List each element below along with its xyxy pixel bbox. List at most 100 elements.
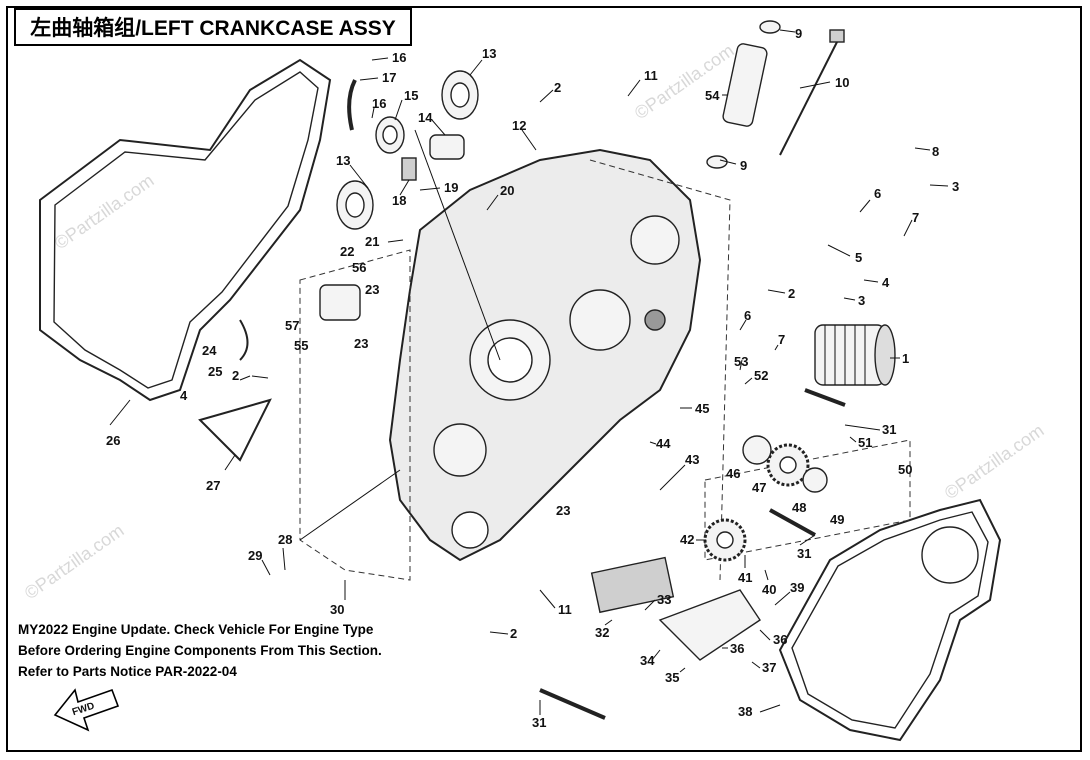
callout-11: 11: [558, 602, 572, 617]
callout-6: 6: [874, 186, 881, 201]
callout-labels: 16 17 16 15 13 14 13 18 19 2 11 12 20 21…: [106, 26, 959, 730]
callout-12: 12: [512, 118, 526, 133]
callout-31: 31: [532, 715, 546, 730]
callout-24: 24: [202, 343, 217, 358]
callout-7: 7: [912, 210, 919, 225]
callout-8: 8: [932, 144, 939, 159]
callout-51: 51: [858, 435, 872, 450]
callout-2: 2: [510, 626, 517, 641]
callout-50: 50: [898, 462, 912, 477]
callout-52: 52: [754, 368, 768, 383]
callout-43: 43: [685, 452, 699, 467]
callout-18: 18: [392, 193, 406, 208]
callout-21: 21: [365, 234, 379, 249]
callout-26: 26: [106, 433, 120, 448]
bearing-48: [802, 467, 828, 493]
callout-22: 22: [340, 244, 354, 259]
right-cover-gasket: [778, 498, 1002, 742]
callout-16: 16: [372, 96, 386, 111]
callout-1: 1: [902, 351, 909, 366]
callout-33: 33: [657, 592, 671, 607]
gear-47: [766, 443, 810, 487]
callout-39: 39: [790, 580, 804, 595]
bracket-27: [198, 398, 272, 462]
bolt-31-mid: [769, 508, 816, 537]
callout-37: 37: [762, 660, 776, 675]
callout-23: 23: [556, 503, 570, 518]
callout-40: 40: [762, 582, 776, 597]
callout-32: 32: [595, 625, 609, 640]
callout-9: 9: [740, 158, 747, 173]
callout-20: 20: [500, 183, 514, 198]
callout-44: 44: [656, 436, 671, 451]
callout-29: 29: [248, 548, 262, 563]
callout-3: 3: [858, 293, 865, 308]
callout-7: 7: [778, 332, 785, 347]
callout-28: 28: [278, 532, 292, 547]
callout-42: 42: [680, 532, 694, 547]
callout-2: 2: [788, 286, 795, 301]
callout-25: 25: [208, 364, 222, 379]
callout-56: 56: [352, 260, 366, 275]
callout-13: 13: [482, 46, 496, 61]
callout-45: 45: [695, 401, 709, 416]
callout-36: 36: [773, 632, 787, 647]
callout-10: 10: [835, 75, 849, 90]
watermark-text: ©Partzilla.com: [51, 170, 158, 253]
callout-35: 35: [665, 670, 679, 685]
callout-19: 19: [444, 180, 458, 195]
callout-9: 9: [795, 26, 802, 41]
callout-38: 38: [738, 704, 752, 719]
strainer-32: [590, 556, 675, 614]
page-title-text: 左曲轴箱组/LEFT CRANKCASE ASSY: [30, 17, 396, 40]
clip-25: [239, 319, 249, 361]
page-title: 左曲轴箱组/LEFT CRANKCASE ASSY: [14, 8, 412, 46]
callout-36: 36: [730, 641, 744, 656]
callout-17: 17: [382, 70, 396, 85]
callout-31: 31: [882, 422, 896, 437]
callout-41: 41: [738, 570, 752, 585]
callout-5: 5: [855, 250, 862, 265]
callout-53: 53: [734, 354, 748, 369]
callout-4: 4: [180, 388, 188, 403]
callout-49: 49: [830, 512, 844, 527]
callout-27: 27: [206, 478, 220, 493]
callout-47: 47: [752, 480, 766, 495]
bearing-15: [375, 116, 405, 154]
bolt-31-upper: [804, 388, 846, 407]
bearing-46: [742, 435, 772, 465]
assembly-outline: [704, 439, 911, 561]
o-ring-9-lower: [706, 155, 728, 169]
callout-57: 57: [285, 318, 299, 333]
sensor-18: [401, 157, 417, 181]
diagram-frame: [6, 6, 1082, 752]
callout-4: 4: [882, 275, 890, 290]
assembly-outline: [299, 249, 411, 581]
callout-14: 14: [418, 110, 433, 125]
notice-line: Before Ordering Engine Components From T…: [18, 643, 382, 658]
bushing-57: [319, 284, 361, 321]
notice-line: MY2022 Engine Update. Check Vehicle For …: [18, 622, 374, 637]
bearing-13-upper: [441, 70, 479, 120]
engine-update-notice: MY2022 Engine Update. Check Vehicle For …: [18, 619, 438, 682]
o-ring-9-upper: [759, 20, 781, 34]
callout-13: 13: [336, 153, 350, 168]
callout-55: 55: [294, 338, 308, 353]
callout-15: 15: [404, 88, 418, 103]
bearing-13-lower: [336, 180, 374, 230]
callout-16: 16: [392, 50, 406, 65]
watermark-text: ©Partzilla.com: [941, 420, 1048, 503]
gear-42: [703, 518, 747, 562]
callout-11: 11: [644, 68, 658, 83]
pump-bracket-34: [658, 589, 761, 661]
bushing-14: [429, 134, 465, 160]
dipstick-10: [779, 39, 839, 156]
assembly-outline: [589, 159, 731, 581]
callout-3: 3: [952, 179, 959, 194]
callout-6: 6: [744, 308, 751, 323]
bolt-31-lower: [539, 688, 606, 720]
oil-filter-1: [814, 324, 896, 386]
callout-30: 30: [330, 602, 344, 617]
dipstick-cap: [829, 29, 845, 43]
